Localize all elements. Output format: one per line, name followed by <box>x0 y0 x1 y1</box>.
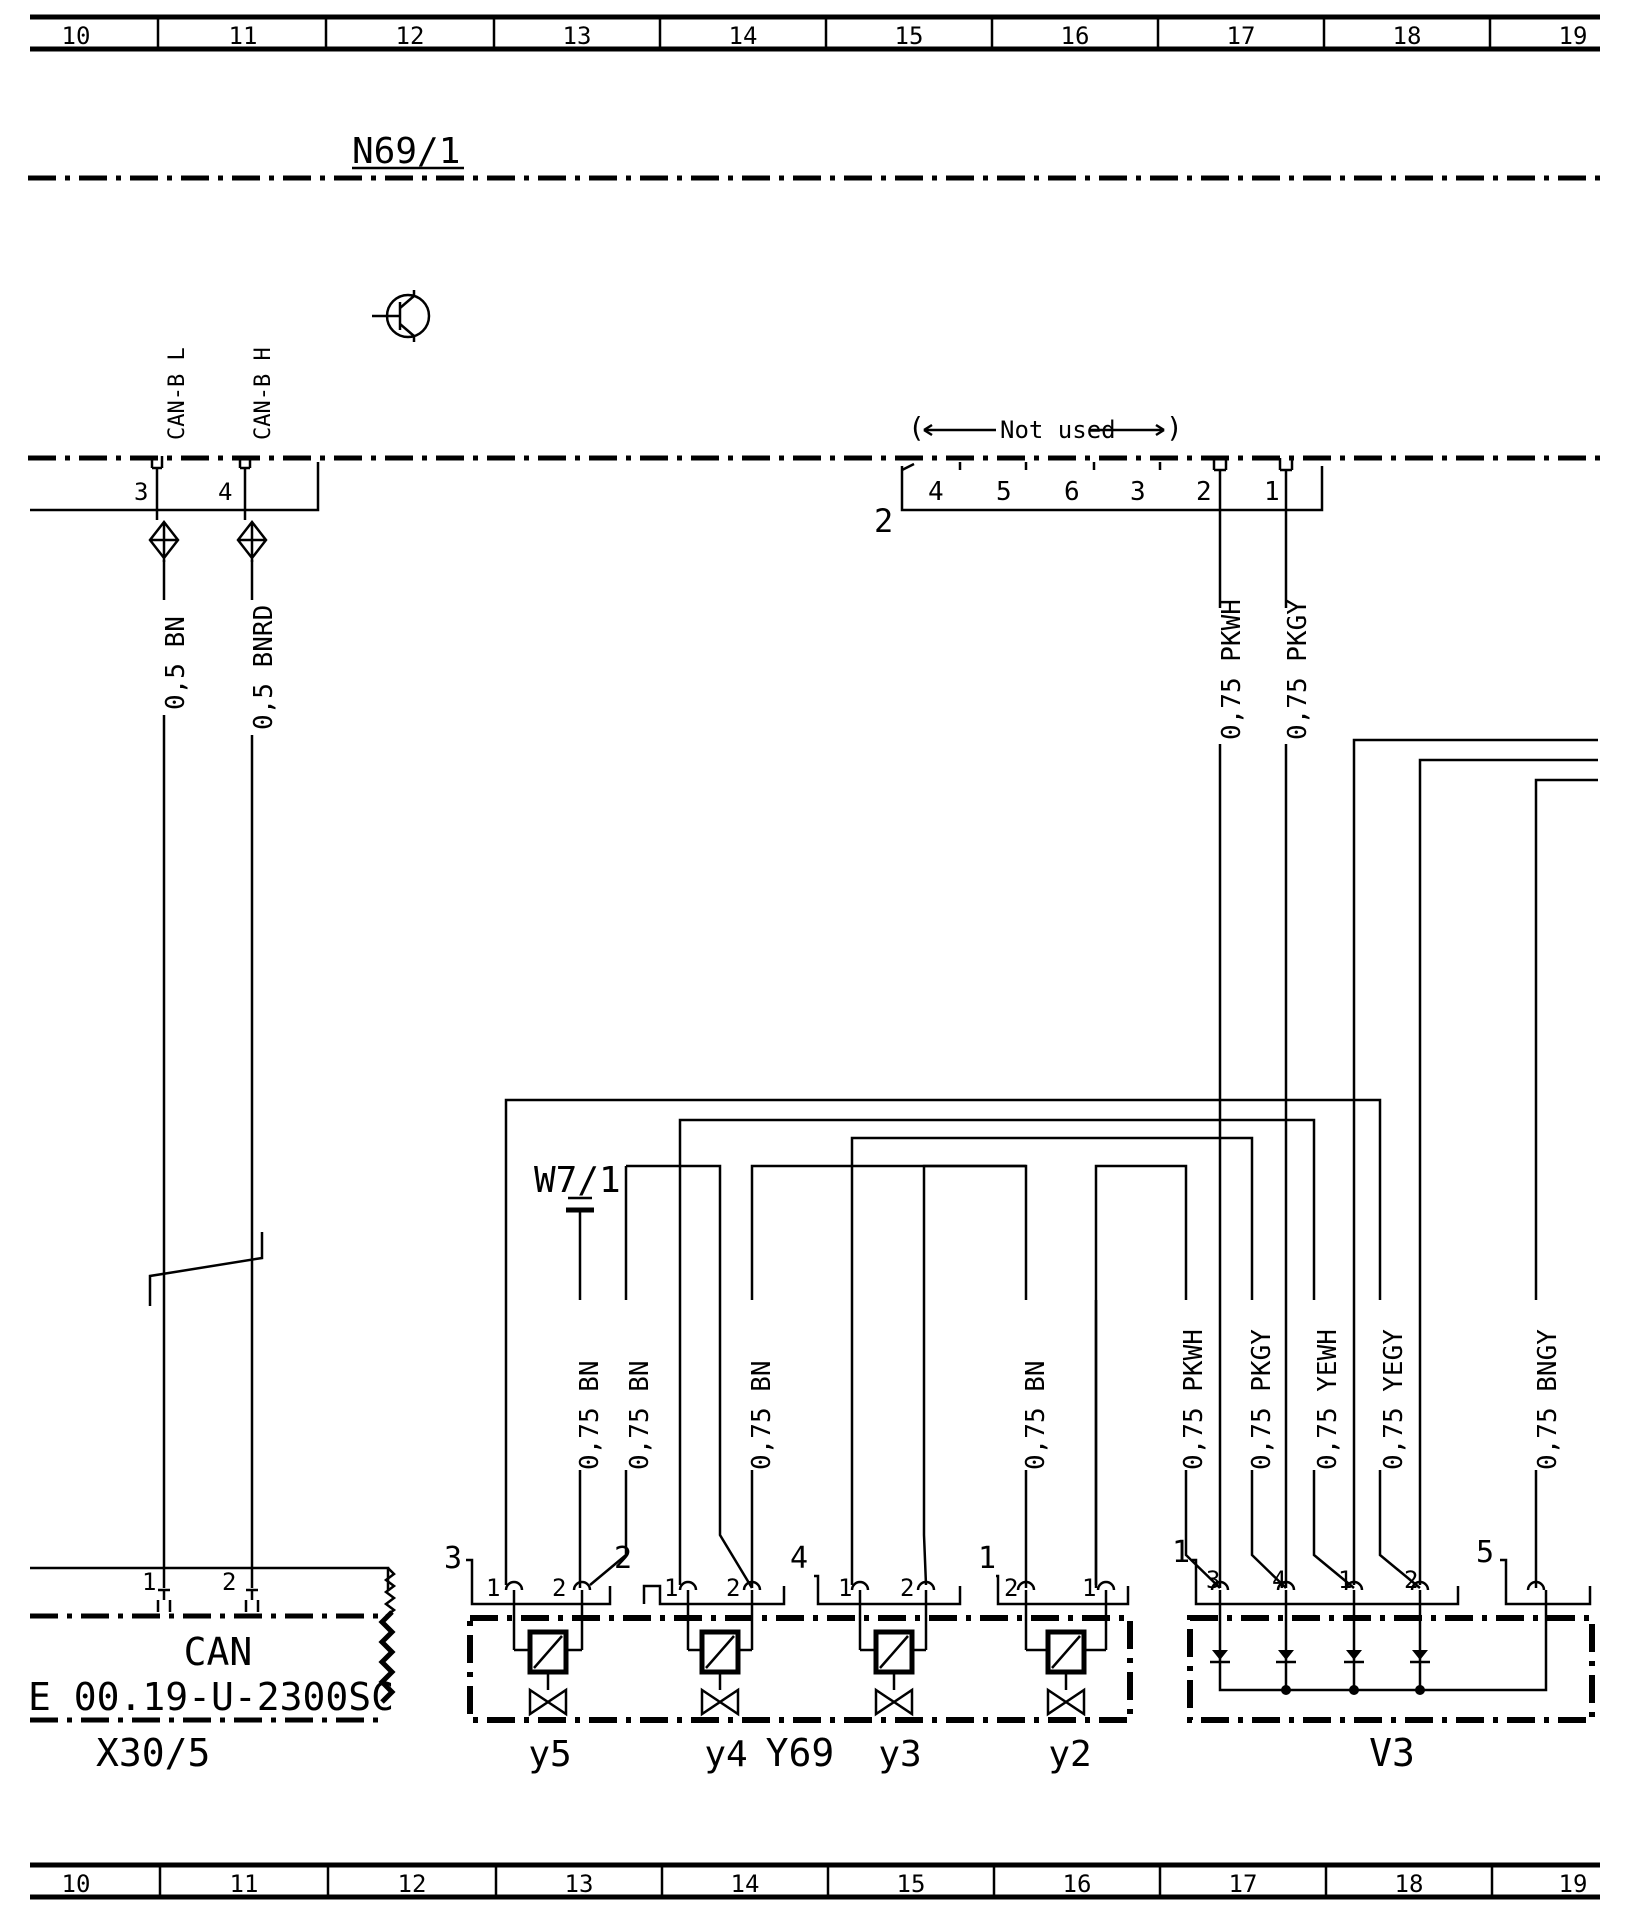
grid-col-15-bottom: 15 <box>897 1870 926 1898</box>
not-used-close-paren: ) <box>1166 411 1183 444</box>
valve-y2-pin-2: 2 <box>1004 1574 1018 1602</box>
v3-connector-5-label: 5 <box>1476 1535 1494 1570</box>
connector-2-pin-4: 4 <box>928 477 944 507</box>
grid-col-19-bottom: 19 <box>1559 1870 1588 1898</box>
grid-col-13-bottom: 13 <box>565 1870 594 1898</box>
right-edge-wires <box>1352 738 1598 1585</box>
wire-pkwh-label: 0,75 PKWH <box>1217 599 1247 740</box>
valve-y2-label: y2 <box>1048 1734 1091 1775</box>
grid-col-16-bottom: 16 <box>1063 1870 1092 1898</box>
connector-2-pin-6: 6 <box>1064 477 1080 507</box>
grid-col-14: 14 <box>729 22 758 50</box>
grid-col-12: 12 <box>396 22 425 50</box>
control-unit-n69-1: N69/1 <box>28 131 1602 461</box>
grid-col-18-bottom: 18 <box>1395 1870 1424 1898</box>
can-wires: 0,5 BN 0,5 BNRD <box>148 560 279 1588</box>
connector-2-pin-1: 1 <box>1264 477 1280 507</box>
grid-col-15: 15 <box>895 22 924 50</box>
grid-col-17: 17 <box>1227 22 1256 50</box>
v3-connector-1-label: 1 <box>1172 1535 1190 1570</box>
harness-routing: W7/1 <box>504 1098 1382 1585</box>
valve-y4-label: y4 <box>704 1734 747 1775</box>
v3-pin-2: 2 <box>1404 1566 1418 1594</box>
can-wire-bn-label: 0,5 BN <box>161 616 191 710</box>
valve-y2-connector: 1 <box>978 1541 996 1576</box>
wire-y2-label: 0,75 BN <box>1021 1360 1051 1470</box>
can-connector-n69-1: 3 CAN-B L 4 CAN-B H <box>30 347 320 520</box>
connector-2-pin-2: 2 <box>1196 477 1212 507</box>
can-pin-3-label: 3 <box>134 478 148 506</box>
valve-y4-pin-2: 2 <box>726 1574 740 1602</box>
x30-5-pin-2-label: 2 <box>222 1568 236 1596</box>
x30-5-pin-1-label: 1 <box>142 1568 156 1596</box>
wire-v3-pkgy-label: 0,75 PKGY <box>1247 1329 1277 1470</box>
v3-label: V3 <box>1369 1731 1415 1775</box>
grid-col-12-bottom: 12 <box>398 1870 427 1898</box>
v3-pin-1: 1 <box>1338 1566 1352 1594</box>
bottom-grid-ruler: 10 11 12 13 14 15 16 17 18 19 <box>30 1862 1600 1900</box>
can-b-h-label: CAN-B H <box>251 347 276 440</box>
diode-block-v3: 1 3 4 1 2 5 V3 <box>1172 1535 1595 1775</box>
ground-point-label: W7/1 <box>534 1160 621 1201</box>
grid-col-14-bottom: 14 <box>731 1870 760 1898</box>
grid-col-13: 13 <box>563 22 592 50</box>
valve-y2-pin-1: 1 <box>1082 1574 1096 1602</box>
wire-v3-pkwh-label: 0,75 PKWH <box>1179 1329 1209 1470</box>
valve-y5-connector: 3 <box>444 1541 462 1576</box>
can-reference-label: E 00.19-U-2300SC <box>28 1675 394 1719</box>
valve-y3-label: y3 <box>878 1734 921 1775</box>
connector-2-pin-5: 5 <box>996 477 1012 507</box>
grid-col-19: 19 <box>1559 22 1588 50</box>
connector-2-label: 2 <box>874 502 893 540</box>
valve-y3: 4 1 2 y3 <box>790 1541 962 1775</box>
can-block-label: CAN <box>184 1630 253 1674</box>
can-connector-x30-5: 1 2 CAN E 00.19-U-2300SC X30/5 <box>28 1566 397 1775</box>
can-pin-4-label: 4 <box>218 478 232 506</box>
valve-y3-pin-1: 1 <box>838 1574 852 1602</box>
grid-col-11: 11 <box>229 22 258 50</box>
wire-v3-yewh-label: 0,75 YEWH <box>1313 1329 1343 1470</box>
valve-y5-pin-1: 1 <box>486 1574 500 1602</box>
valve-y4-pin-1: 1 <box>664 1574 678 1602</box>
grid-col-11-bottom: 11 <box>230 1870 259 1898</box>
valve-y4-connector: 2 <box>614 1541 632 1576</box>
top-grid-ruler: 10 11 12 13 14 15 16 17 18 19 <box>30 14 1600 52</box>
x30-5-label: X30/5 <box>96 1731 210 1775</box>
valve-y2: 1 2 1 y2 <box>978 1541 1130 1775</box>
connector-2-n69-1: 2 ( Not used ) 4 5 6 3 2 1 <box>874 411 1324 540</box>
transistor-icon <box>372 290 431 342</box>
connector-2-wires: 0,75 PKWH 0,75 PKGY <box>1217 512 1313 1588</box>
grid-col-10-bottom: 10 <box>62 1870 91 1898</box>
control-unit-label: N69/1 <box>352 131 460 172</box>
not-used-open-paren: ( <box>908 411 925 444</box>
valve-y3-pin-2: 2 <box>900 1574 914 1602</box>
grid-col-17-bottom: 17 <box>1229 1870 1258 1898</box>
v3-pin-3: 3 <box>1206 1566 1220 1594</box>
valve-y5-pin-2: 2 <box>552 1574 566 1602</box>
valve-y3-connector: 4 <box>790 1541 808 1576</box>
wire-y5-bn-label: 0,75 BN <box>575 1360 605 1470</box>
valve-wire-labels: 0,75 BN 0,75 BN 0,75 BN 0,75 BN 0,75 PKW… <box>575 1300 1563 1589</box>
valve-y4: 2 1 2 y4 <box>614 1541 786 1775</box>
grid-col-18: 18 <box>1393 22 1422 50</box>
wire-y4-label: 0,75 BN <box>747 1360 777 1470</box>
grid-col-10: 10 <box>62 22 91 50</box>
can-wire-bnrd-label: 0,5 BNRD <box>249 605 279 730</box>
grid-col-16: 16 <box>1061 22 1090 50</box>
v3-pin-4: 4 <box>1272 1566 1286 1594</box>
wire-pkgy-label: 0,75 PKGY <box>1283 599 1313 740</box>
valve-block-label: Y69 <box>766 1731 835 1775</box>
valve-block-y69: Y69 3 1 2 y5 2 1 2 y4 <box>444 1541 1133 1775</box>
wire-v3-yegy-label: 0,75 YEGY <box>1379 1329 1409 1470</box>
can-b-l-label: CAN-B L <box>165 347 190 440</box>
valve-y5-label: y5 <box>528 1734 571 1775</box>
wire-v3-bngy-label: 0,75 BNGY <box>1533 1329 1563 1470</box>
twisted-pair-icon <box>148 519 268 562</box>
wire-y5-label: 0,75 BN <box>625 1360 655 1470</box>
connector-2-pin-3: 3 <box>1130 477 1146 507</box>
valve-y5: 3 1 2 y5 <box>444 1541 612 1775</box>
